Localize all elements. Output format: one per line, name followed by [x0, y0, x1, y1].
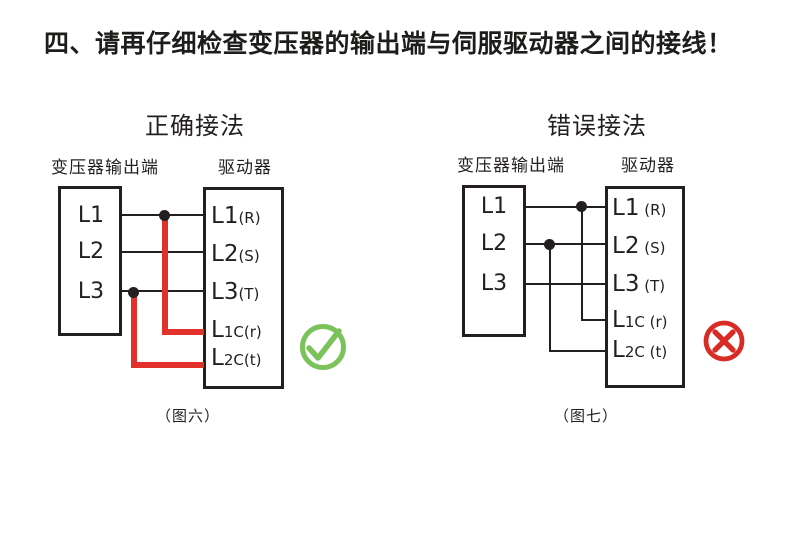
wrong-driver-terminal-l3t: L3 (T) [612, 269, 665, 299]
correct-diagram-heading: 正确接法 [145, 112, 245, 140]
correct-red-wire-l3-to-l2c-horizontal [131, 362, 204, 368]
terminal-text: L [612, 337, 625, 363]
terminal-pin: (T) [639, 277, 666, 295]
terminal-text: L1 [612, 195, 640, 221]
correct-junction-dot-l1 [159, 210, 170, 221]
wrong-terminal-l1: L1 [480, 194, 508, 219]
terminal-text: L [211, 345, 224, 371]
terminal-pin: (R) [238, 209, 261, 227]
correct-terminal-l3: L3 [77, 279, 105, 304]
correct-driver-terminal-l3t: L3 (T) [211, 277, 259, 307]
terminal-text: L [211, 317, 224, 343]
cross-icon [703, 320, 745, 362]
wrong-driver-terminal-l1c: L 1C (r) [612, 305, 667, 335]
terminal-pin: 1C(r) [223, 323, 262, 341]
terminal-pin: (S) [238, 247, 260, 265]
terminal-pin: 1C (r) [624, 313, 668, 331]
wrong-transformer-box [462, 185, 526, 337]
wrong-figure-caption: （图七） [553, 407, 618, 425]
wrong-wire-l3 [525, 283, 606, 285]
correct-transformer-box [58, 186, 122, 336]
terminal-pin: 2C(t) [223, 351, 262, 369]
terminal-pin: (R) [639, 201, 667, 219]
terminal-pin: (T) [238, 285, 260, 303]
wrong-transformer-label: 变压器输出端 [457, 156, 565, 176]
correct-red-wire-l1-to-l1c-vertical [162, 215, 168, 335]
wrong-terminal-l2: L2 [480, 231, 508, 256]
terminal-text: L [612, 307, 625, 333]
correct-figure-caption: （图六） [155, 407, 220, 425]
correct-driver-terminal-l2s: L2 (S) [211, 239, 260, 269]
wrong-wire-l2-to-l2c-horizontal [549, 350, 606, 352]
correct-red-wire-l3-to-l2c-vertical [131, 291, 137, 368]
correct-driver-label: 驱动器 [218, 158, 272, 178]
page-title: 四、请再仔细检查变压器的输出端与伺服驱动器之间的接线！ [44, 29, 733, 58]
terminal-text: L2 [211, 241, 239, 267]
check-icon [300, 324, 346, 370]
correct-driver-terminal-l1r: L1 (R) [211, 201, 261, 231]
correct-red-wire-l1-to-l1c-horizontal [162, 329, 204, 335]
wrong-wire-l1-to-l1c-vertical [581, 207, 583, 321]
wrong-driver-label: 驱动器 [621, 156, 675, 176]
terminal-text: L1 [211, 203, 239, 229]
wrong-wire-l2-to-l2c-vertical [549, 244, 551, 352]
terminal-text: L3 [211, 279, 239, 305]
wrong-wire-l2 [525, 243, 606, 245]
wrong-driver-terminal-l2s: L2 (S) [612, 231, 665, 261]
correct-junction-dot-l3 [128, 287, 139, 298]
wrong-driver-terminal-l2c: L 2C (t) [612, 335, 667, 365]
correct-terminal-l2: L2 [77, 239, 105, 264]
correct-transformer-label: 变压器输出端 [51, 158, 159, 178]
wrong-wire-l1-to-l1c-horizontal [581, 319, 606, 321]
terminal-text: L3 [612, 271, 640, 297]
terminal-pin: 2C (t) [624, 343, 668, 361]
terminal-pin: (S) [639, 239, 666, 257]
correct-driver-box [203, 187, 284, 389]
wrong-terminal-l3: L3 [480, 271, 508, 296]
wrong-junction-dot-l2 [544, 239, 555, 250]
correct-driver-terminal-l1c: L 1C(r) [211, 315, 262, 345]
terminal-text: L2 [612, 233, 640, 259]
wrong-junction-dot-l1 [576, 201, 587, 212]
wrong-wire-l1 [525, 206, 606, 208]
wrong-driver-terminal-l1r: L1 (R) [612, 193, 666, 223]
correct-terminal-l1: L1 [77, 203, 105, 228]
wrong-diagram-heading: 错误接法 [547, 112, 647, 140]
correct-driver-terminal-l2c: L 2C(t) [211, 343, 261, 373]
wrong-driver-box [605, 186, 685, 388]
